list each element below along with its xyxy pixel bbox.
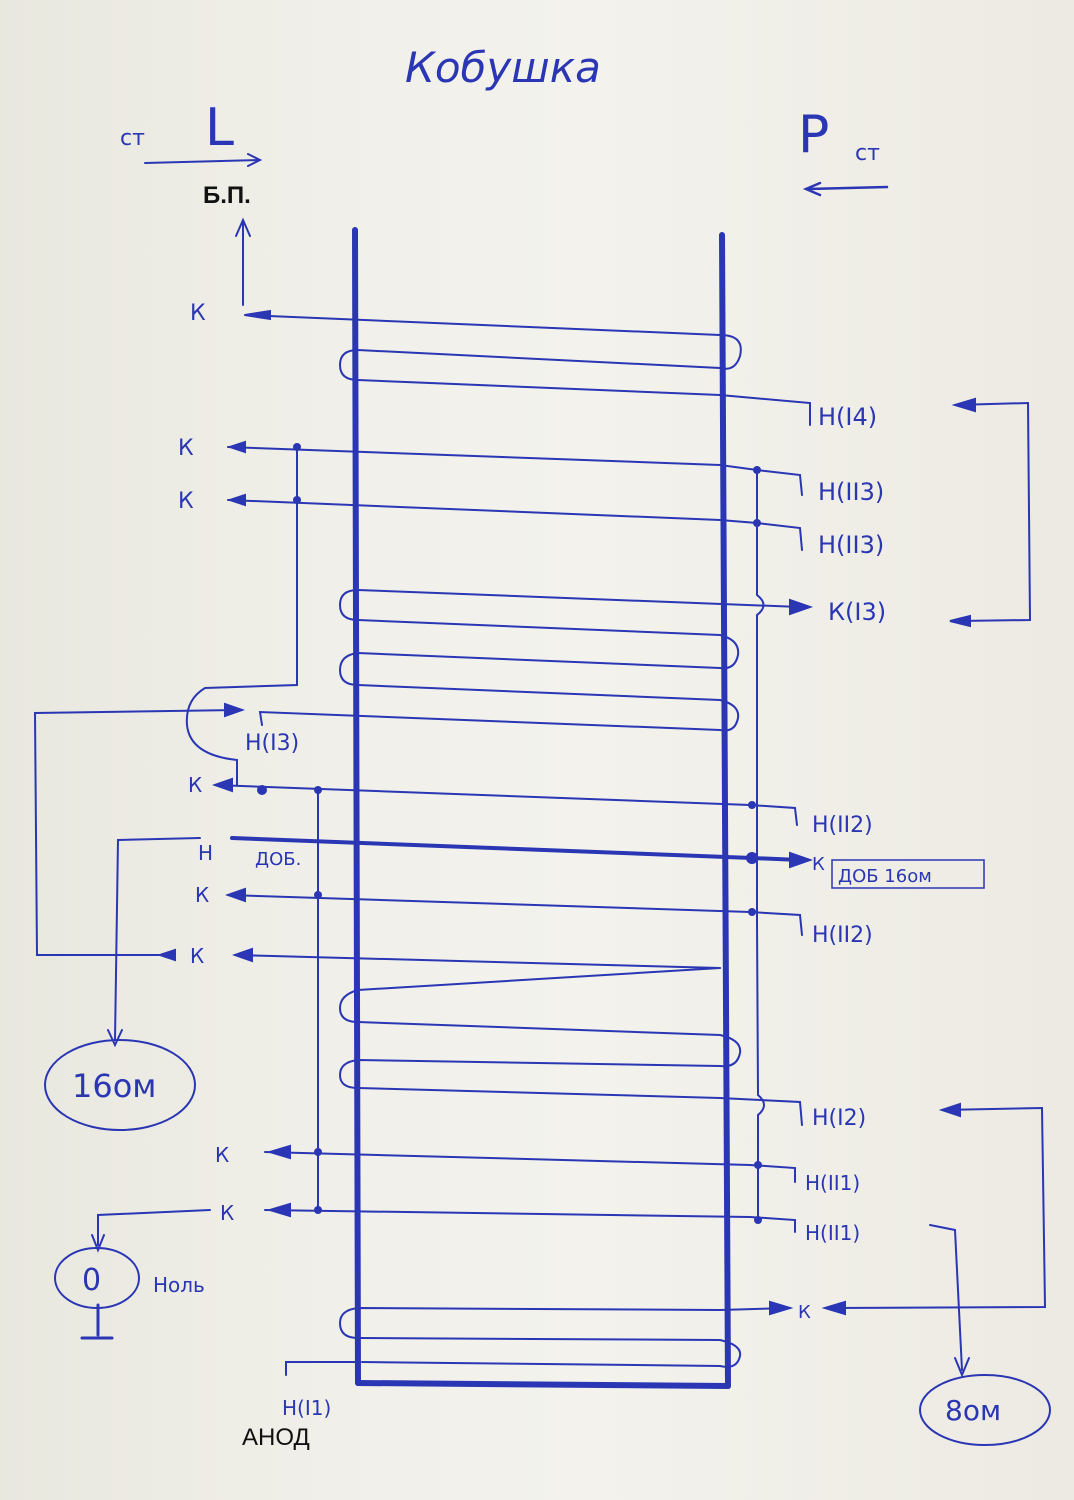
ohm16-terminal xyxy=(44,1039,196,1131)
anode-label: АНОД xyxy=(242,1424,310,1451)
label-k: К xyxy=(178,489,194,514)
label-n-ii3: Н(II3) xyxy=(818,531,884,559)
label-16om: 16ом xyxy=(72,1067,156,1105)
label-l: L xyxy=(205,98,234,158)
line-zero xyxy=(91,1209,211,1253)
label-k: К xyxy=(178,436,194,461)
ground-symbol xyxy=(80,1303,114,1340)
label-k: К xyxy=(195,883,209,907)
label-k: К xyxy=(798,1302,811,1323)
label-n-ii2: Н(II2) xyxy=(812,923,873,948)
label-n-dob: Н xyxy=(198,841,213,865)
power-supply-label: Б.П. xyxy=(203,182,251,209)
label-zero-name: Ноль xyxy=(153,1273,205,1297)
left-arrow xyxy=(144,153,263,167)
label-8om: 8ом xyxy=(945,1394,1001,1427)
wire-loop xyxy=(338,334,811,426)
label-n-i3: Н(I3) xyxy=(245,731,299,756)
dob-box xyxy=(831,859,985,889)
wire xyxy=(227,446,803,496)
line-16om xyxy=(107,837,201,1048)
label-k: К xyxy=(190,301,206,326)
wire-loop xyxy=(338,967,803,1126)
label-k: К xyxy=(215,1143,229,1167)
bp-arrow xyxy=(235,217,251,306)
return-line-16 xyxy=(33,709,239,956)
wire xyxy=(214,784,798,826)
label-n-ii3: Н(II3) xyxy=(818,478,884,506)
wire xyxy=(264,1209,796,1233)
label-n-i2: Н(I2) xyxy=(812,1106,866,1131)
bus-left xyxy=(185,446,298,786)
label-n-ii1: Н(II1) xyxy=(805,1171,860,1195)
wire xyxy=(244,314,721,336)
line-8om xyxy=(929,1224,970,1378)
wire-loop xyxy=(338,1306,791,1368)
wire-loop xyxy=(258,588,801,732)
coil-left-bar xyxy=(352,227,361,1386)
label-n-i1: Н(I1) xyxy=(282,1396,331,1420)
ohm8-terminal xyxy=(919,1374,1051,1446)
label-n-ii1: Н(II1) xyxy=(805,1221,860,1245)
label-k: К xyxy=(220,1201,234,1225)
label-k-dob: К xyxy=(812,854,825,875)
wire xyxy=(234,954,721,969)
bus-right xyxy=(756,469,765,1221)
label-n-ii2: Н(II2) xyxy=(812,813,873,838)
label-k-i3: К(I3) xyxy=(828,598,886,626)
title: Кобушка xyxy=(405,43,601,92)
label-dob: ДОБ. xyxy=(255,849,301,870)
coil-right-bar xyxy=(719,232,731,1389)
label-st-right: ст xyxy=(855,141,880,166)
wire xyxy=(264,1151,796,1183)
coil-bottom-bar xyxy=(355,1380,731,1389)
label-dob-16om: ДОБ 16ом xyxy=(838,866,932,887)
zero-terminal xyxy=(54,1247,140,1309)
label-k: К xyxy=(190,944,204,968)
label-p: P xyxy=(798,105,829,165)
label-zero: 0 xyxy=(82,1263,101,1298)
anode-lead xyxy=(285,1361,361,1376)
feedback-line-2 xyxy=(829,1106,1047,1309)
label-st-left: ст xyxy=(120,126,145,151)
wire xyxy=(227,499,803,551)
feedback-line xyxy=(954,401,1032,622)
wire xyxy=(227,894,803,936)
label-n-i4: Н(I4) xyxy=(818,403,877,431)
label-k: К xyxy=(188,773,202,797)
right-arrow xyxy=(802,181,889,197)
